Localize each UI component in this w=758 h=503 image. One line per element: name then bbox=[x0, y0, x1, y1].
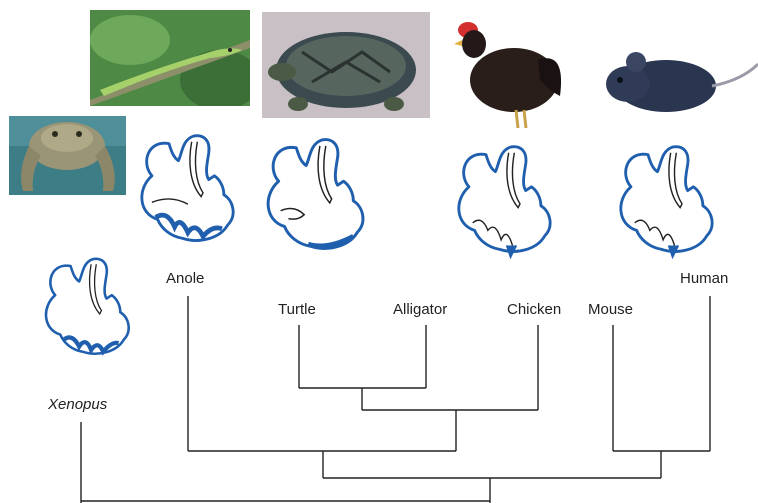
phylogenetic-tree bbox=[0, 0, 758, 503]
